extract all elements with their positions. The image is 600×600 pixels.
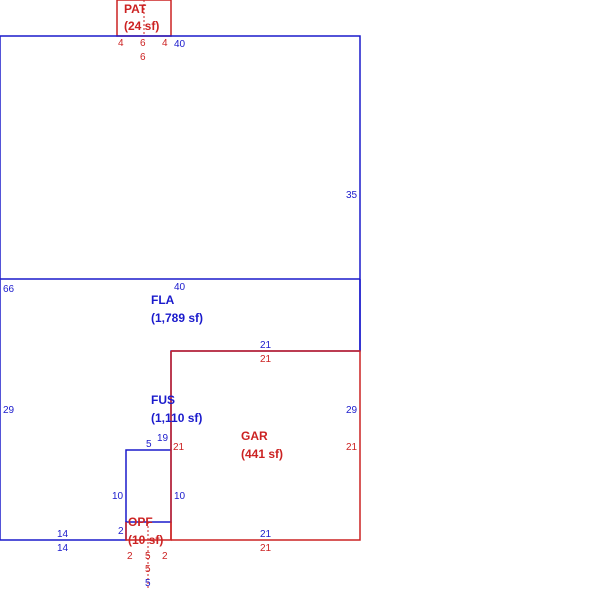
dim-opf-mid: 5 [145,551,151,562]
dim-pat-bottom: 6 [140,52,146,63]
dim-top-width: 40 [174,39,186,50]
dim-mid-width: 40 [174,282,186,293]
dim-fus-bottom: 21 [260,529,272,540]
dim-pat-mid: 6 [140,38,146,49]
dim-bottom-left-width-2: 14 [57,543,69,554]
opf-name: OPF [128,515,153,529]
dim-left-height: 66 [3,284,15,295]
dim-notch-right: 10 [174,491,186,502]
dim-left-lower: 29 [3,405,15,416]
gar-outline [171,350,361,541]
dim-notch-top: 5 [146,439,152,450]
dim-gar-left: 21 [173,442,185,453]
dim-fus-right-top: 21 [260,340,272,351]
fus-name: FUS [151,393,175,407]
dim-fus-right: 29 [346,405,358,416]
dim-gar-bottom: 21 [260,543,272,554]
dim-notch-gap: 2 [118,526,124,537]
dim-bottom-left-width: 14 [57,529,69,540]
dim-pat-left: 4 [118,38,124,49]
dim-gar-top: 21 [260,354,272,365]
notch-outline [125,449,171,522]
gar-name: GAR [241,429,268,443]
dim-opf-left: 2 [127,551,133,562]
pat-name: PAT [124,2,147,16]
dim-opf-below-1: 5 [145,564,151,575]
dim-notch-left: 10 [112,491,124,502]
fla-area: (1,789 sf) [151,311,203,325]
gar-area: (441 sf) [241,447,283,461]
dim-right-upper: 35 [346,190,358,201]
dim-notch-right-upper: 19 [157,433,169,444]
dim-opf-below-2: 5 [145,578,151,589]
dim-opf-right: 2 [162,551,168,562]
dim-gar-right: 21 [346,442,358,453]
dim-pat-right: 4 [162,38,168,49]
pat-area: (24 sf) [124,19,159,33]
fus-area: (1,110 sf) [151,411,202,425]
opf-area: (10 sf) [128,533,163,547]
fla-name: FLA [151,293,175,307]
